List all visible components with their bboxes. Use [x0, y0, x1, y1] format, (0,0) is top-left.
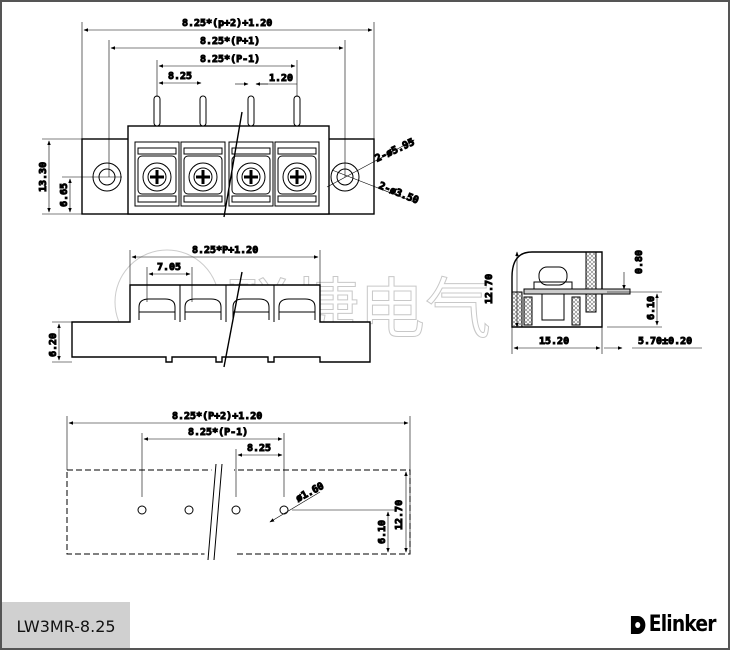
brand-logo: Elinker: [630, 612, 717, 637]
dim-height: 13.30: [38, 162, 49, 192]
dim-base-height: 6.20: [48, 333, 59, 357]
terminal: [134, 95, 180, 207]
terminal: [180, 95, 226, 207]
terminal: [274, 95, 320, 207]
dim-outer-hole: 2-ø5.95: [374, 137, 417, 165]
screw-head: [236, 162, 266, 192]
clamp-bottom: [231, 195, 271, 203]
dim-hole-offset: 6.10: [377, 520, 388, 544]
bottom-view: 8.25*(P+2)+1.20 8.25*(P-1) 8.25 ø1.60 12…: [66, 411, 411, 561]
pin: [199, 95, 207, 127]
clamp-bottom: [277, 195, 317, 203]
clamp-bottom: [137, 195, 177, 203]
side-view: 12.70 0.80 6.10 15.20 5.70±0.20: [484, 249, 702, 354]
screw-housing: [231, 155, 271, 195]
screw-profile: [278, 298, 316, 320]
pin: [153, 95, 161, 127]
part-number-label: LW3MR-8.25: [2, 602, 130, 648]
dim-pin-width: 1.20: [269, 73, 293, 84]
dim-pitch: 8.25: [168, 71, 192, 82]
screw-housing: [277, 155, 317, 195]
screw-inner: [287, 167, 307, 187]
pin-hole: [231, 505, 241, 515]
dim-bottom-pin-span: 8.25*(P-1): [188, 427, 248, 438]
screw-inner: [193, 167, 213, 187]
dim-depth: 15.20: [539, 336, 569, 347]
screw-housing: [137, 155, 177, 195]
dim-bottom-pitch: 8.25: [247, 443, 271, 454]
screw-housing: [183, 155, 223, 195]
screw-profile: [232, 298, 270, 320]
screw-head: [282, 162, 312, 192]
screw-head: [188, 162, 218, 192]
screw-profile: [184, 298, 222, 320]
pin: [247, 95, 255, 127]
pin: [293, 95, 301, 127]
logo-mark-icon: [631, 615, 646, 634]
pin-hole: [184, 505, 194, 515]
cross-slot-icon: [150, 170, 164, 184]
dim-pin-length: 5.70±0.20: [638, 336, 692, 347]
screw-inner: [147, 167, 167, 187]
clamp-bottom: [183, 195, 223, 203]
dim-bottom-overall: 8.25*(P+2)+1.20: [172, 411, 262, 422]
dim-cell-width: 7.05: [157, 262, 181, 273]
pin-hole: [279, 505, 289, 515]
dim-pin-thickness: 0.80: [634, 250, 645, 274]
dim-pin-span: 8.25*(P-1): [200, 54, 260, 65]
clamp-top: [137, 147, 177, 155]
front-view: 8.25*P+1.20 7.05 6.20: [48, 245, 371, 368]
dim-body-width: 8.25*P+1.20: [192, 245, 258, 256]
dim-bottom-height: 12.70: [394, 500, 405, 530]
clamp-top: [277, 147, 317, 155]
dim-side-height: 12.70: [484, 274, 495, 304]
screw-inner: [241, 167, 261, 187]
dim-half-height: 6.65: [59, 183, 70, 207]
brand-name: Elinker: [649, 612, 717, 637]
clamp-top: [183, 147, 223, 155]
dim-hole: ø1.60: [294, 481, 326, 505]
dim-pin-height: 6.10: [646, 296, 657, 320]
clamp-top: [231, 147, 271, 155]
dim-inner-hole: 2-ø3.50: [377, 181, 420, 207]
cross-slot-icon: [244, 170, 258, 184]
top-view: 8.25*(p+2)+1.20 8.25*(P+1) 8.25*(P-1) 8.…: [38, 18, 421, 218]
terminal: [228, 95, 274, 207]
cross-slot-icon: [290, 170, 304, 184]
screw-head: [142, 162, 172, 192]
pin-hole: [137, 505, 147, 515]
dim-overall: 8.25*(p+2)+1.20: [182, 18, 272, 29]
cross-slot-icon: [196, 170, 210, 184]
dim-mount-pitch: 8.25*(P+1): [200, 36, 260, 47]
screw-profile: [138, 298, 176, 320]
